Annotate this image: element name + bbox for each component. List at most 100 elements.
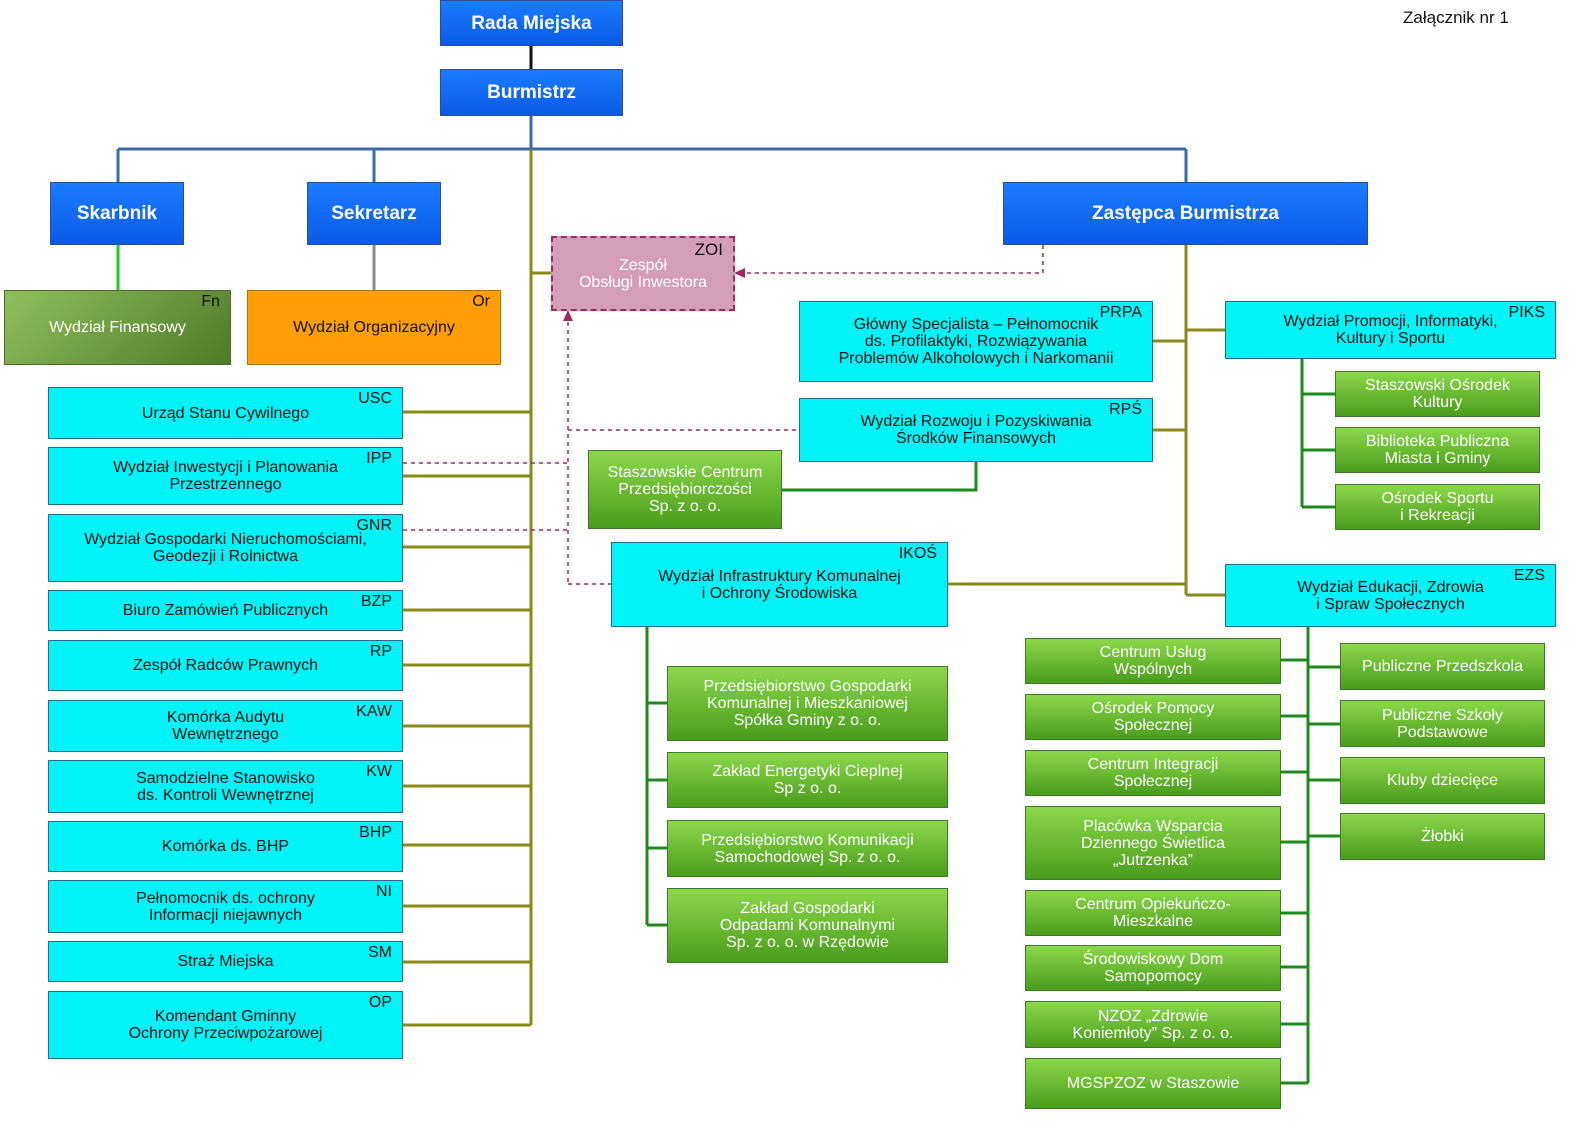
box-label: Urząd Stanu Cywilnego	[141, 404, 310, 422]
box-piks: Wydział Promocji, Informatyki, Kultury i…	[1225, 301, 1556, 359]
box-label: Komórka Audytu Wewnętrznego	[166, 709, 285, 743]
box-label: Rada Miejska	[471, 12, 592, 34]
box-label: Placówka Wsparcia Dziennego Świetlica „J…	[1080, 817, 1226, 869]
box-code: PRPA	[1099, 304, 1142, 321]
box-pks: Przedsiębiorstwo Komunikacji Samochodowe…	[667, 820, 948, 877]
box-gnr: Wydział Gospodarki Nieruchomościami, Geo…	[48, 514, 403, 582]
box-rada-miejska: Rada Miejska	[440, 0, 623, 46]
box-ikos: Wydział Infrastruktury Komunalnej i Ochr…	[611, 542, 948, 627]
box-code: Or	[472, 293, 490, 310]
box-code: RP	[369, 643, 392, 660]
box-code: USC	[358, 390, 392, 407]
box-biblioteka-publiczna: Biblioteka Publiczna Miasta i Gminy	[1335, 427, 1540, 473]
box-bhp: Komórka ds. BHP BHP	[48, 821, 403, 872]
box-label: Zastępca Burmistrza	[1092, 203, 1279, 224]
box-label: Samodzielne Stanowisko ds. Kontroli Wewn…	[136, 769, 315, 804]
box-publiczne-szkoly-podstawowe: Publiczne Szkoły Podstawowe	[1340, 700, 1545, 747]
box-kluby-dzieciece: Kluby dziecięce	[1340, 757, 1545, 804]
box-nzoz: NZOZ „Zdrowie Koniemłoty” Sp. z o. o.	[1025, 1001, 1281, 1048]
box-label: Wydział Promocji, Informatyki, Kultury i…	[1283, 313, 1498, 347]
box-wydzial-organizacyjny: Wydział Organizacyjny Or	[247, 290, 501, 365]
box-label: Publiczne Przedszkola	[1362, 658, 1523, 675]
box-srodowiskowy-dom-samopomocy: Środowiskowy Dom Samopomocy	[1025, 945, 1281, 991]
box-label: Żłobki	[1421, 828, 1464, 845]
box-label: Wydział Rozwoju i Pozyskiwania Środków F…	[860, 413, 1092, 447]
box-code: RPŚ	[1109, 401, 1142, 418]
box-zastepca-burmistrza: Zastępca Burmistrza	[1003, 182, 1368, 245]
box-label: Burmistrz	[487, 82, 576, 103]
box-label: Centrum Opiekuńczo- Mieszkalne	[1075, 896, 1231, 930]
box-label: Środowiskowy Dom Samopomocy	[1082, 951, 1224, 985]
box-label: Centrum Integracji Społecznej	[1087, 756, 1219, 790]
box-label: Straż Miejska	[177, 953, 274, 970]
box-code: EZS	[1513, 567, 1545, 584]
box-op: Komendant Gminny Ochrony Przeciwpożarowe…	[48, 991, 403, 1059]
box-kaw: Komórka Audytu Wewnętrznego KAW	[48, 700, 403, 752]
box-label: MGSPZOZ w Staszowie	[1066, 1075, 1240, 1092]
box-wydzial-finansowy: Wydział Finansowy Fn	[4, 290, 231, 365]
box-label: Zespół Radców Prawnych	[133, 657, 318, 674]
box-bzp: Biuro Zamówień Publicznych BZP	[48, 590, 403, 631]
box-label: Staszowskie Centrum Przedsiębiorczości S…	[607, 464, 763, 515]
box-label: Biblioteka Publiczna Miasta i Gminy	[1365, 433, 1510, 467]
box-label: Publiczne Szkoły Podstawowe	[1382, 706, 1503, 741]
box-rp: Zespół Radców Prawnych RP	[48, 640, 403, 691]
box-skarbnik: Skarbnik	[50, 182, 184, 245]
box-code: OP	[368, 994, 392, 1011]
box-code: SM	[368, 944, 392, 961]
box-label: Sekretarz	[331, 203, 417, 224]
box-label: Staszowski Ośrodek Kultury	[1365, 377, 1510, 411]
box-kw: Samodzielne Stanowisko ds. Kontroli Wewn…	[48, 760, 403, 813]
box-label: Centrum Usług Wspólnych	[1099, 644, 1207, 678]
box-code: KW	[366, 763, 392, 780]
box-code: Fn	[201, 293, 220, 310]
box-code: PIKS	[1508, 304, 1545, 321]
box-label: Ośrodek Sportu i Rekreacji	[1381, 490, 1494, 524]
box-label: Ośrodek Pomocy Społecznej	[1091, 700, 1215, 734]
box-label: Przedsiębiorstwo Komunikacji Samochodowe…	[701, 831, 914, 866]
box-label: Zespół Obsługi Inwestora	[578, 256, 708, 291]
box-code: NI	[376, 883, 392, 900]
box-code: GNR	[356, 517, 392, 534]
box-label: NZOZ „Zdrowie Koniemłoty” Sp. z o. o.	[1072, 1007, 1234, 1042]
box-label: Kluby dziecięce	[1386, 772, 1499, 789]
box-ipp: Wydział Inwestycji i Planowania Przestrz…	[48, 447, 403, 505]
box-code: BHP	[359, 824, 392, 841]
box-code: IKOŚ	[898, 545, 937, 562]
box-ni: Pełnomocnik ds. ochrony Informacji nieja…	[48, 880, 403, 933]
box-burmistrz: Burmistrz	[440, 69, 623, 116]
box-pgkim: Przedsiębiorstwo Gospodarki Komunalnej i…	[667, 666, 948, 741]
box-label: Wydział Edukacji, Zdrowia i Spraw Społec…	[1297, 578, 1484, 613]
box-code: BZP	[360, 593, 392, 610]
box-label: Wydział Organizacyjny	[293, 319, 455, 336]
box-label: Komórka ds. BHP	[161, 838, 290, 855]
box-sekretarz: Sekretarz	[307, 182, 441, 245]
box-staszowskie-centrum-przedsiebiorczosci: Staszowskie Centrum Przedsiębiorczości S…	[588, 450, 782, 529]
box-label: Biuro Zamówień Publicznych	[122, 602, 329, 619]
box-centrum-opiekunczo-mieszkalne: Centrum Opiekuńczo- Mieszkalne	[1025, 890, 1281, 936]
box-ezs: Wydział Edukacji, Zdrowia i Spraw Społec…	[1225, 564, 1556, 627]
box-label: Skarbnik	[76, 203, 158, 224]
box-label: Pełnomocnik ds. ochrony Informacji nieja…	[136, 889, 315, 924]
box-label: Zakład Energetyki Cieplnej Sp z o. o.	[712, 763, 903, 797]
box-label: Główny Specjalista – Pełnomocnik ds. Pro…	[838, 316, 1114, 367]
box-label: Komendant Gminny Ochrony Przeciwpożarowe…	[128, 1008, 323, 1042]
box-zlobki: Żłobki	[1340, 813, 1545, 860]
box-label: Wydział Gospodarki Nieruchomościami, Geo…	[84, 531, 367, 565]
box-code: ZOI	[694, 240, 723, 259]
box-sm: Straż Miejska SM	[48, 941, 403, 982]
box-code: KAW	[356, 703, 392, 720]
box-staszowski-osrodek-kultury: Staszowski Ośrodek Kultury	[1335, 371, 1540, 417]
box-label: Przedsiębiorstwo Gospodarki Komunalnej i…	[703, 678, 912, 729]
box-centrum-uslug-wspolnych: Centrum Usług Wspólnych	[1025, 638, 1281, 684]
box-label: Wydział Finansowy	[49, 319, 186, 336]
box-placowka-wsparcia: Placówka Wsparcia Dziennego Świetlica „J…	[1025, 806, 1281, 880]
box-zgo: Zakład Gospodarki Odpadami Komunalnymi S…	[667, 888, 948, 963]
box-mgspzoz: MGSPZOZ w Staszowie	[1025, 1058, 1281, 1109]
box-code: IPP	[366, 450, 392, 467]
box-usc: Urząd Stanu Cywilnego USC	[48, 387, 403, 439]
box-prpa: Główny Specjalista – Pełnomocnik ds. Pro…	[799, 301, 1153, 382]
box-publiczne-przedszkola: Publiczne Przedszkola	[1340, 643, 1545, 690]
attachment-label: Załącznik nr 1	[1403, 8, 1509, 27]
